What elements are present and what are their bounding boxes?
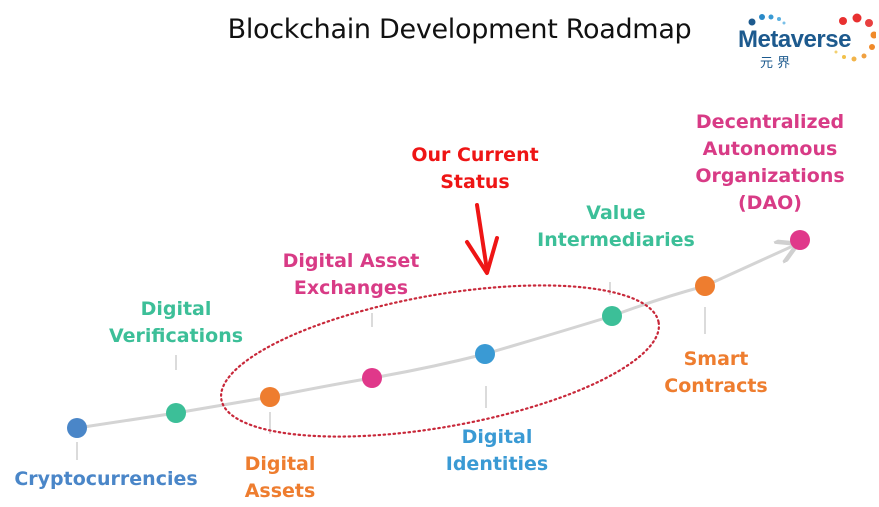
current-status-callout: Our Current Status xyxy=(411,144,539,193)
node-digital-identities xyxy=(475,344,495,364)
logo-dots-icon xyxy=(748,13,878,62)
label-cryptocurrencies: Cryptocurrencies xyxy=(14,468,198,490)
logo-subtext: 元 界 xyxy=(760,56,791,71)
page-title: Blockchain Development Roadmap xyxy=(227,14,692,45)
node-dao xyxy=(790,230,810,250)
node-smart-contracts xyxy=(695,276,715,296)
node-cryptocurrencies xyxy=(67,418,87,438)
node-digital-verifications xyxy=(166,403,186,423)
label-value-intermediaries: Value Intermediaries xyxy=(537,202,695,251)
metaverse-logo: Metaverse 元 界 xyxy=(736,12,878,72)
label-digital-asset-exchanges: Digital Asset Exchanges xyxy=(282,250,420,299)
label-digital-assets: Digital Assets xyxy=(244,453,316,502)
logo-text: Metaverse xyxy=(738,26,851,53)
label-digital-identities: Digital Identities xyxy=(445,426,549,475)
label-smart-contracts: Smart Contracts xyxy=(664,348,768,397)
current-status-highlight xyxy=(219,284,661,438)
label-dao: Decentralized Autonomous Organizations (… xyxy=(695,111,845,214)
node-digital-asset-exchanges xyxy=(362,368,382,388)
down-arrow-icon xyxy=(465,203,499,275)
label-digital-verifications: Digital Verifications xyxy=(108,298,244,347)
node-value-intermediaries xyxy=(602,306,622,326)
node-digital-assets xyxy=(260,387,280,407)
